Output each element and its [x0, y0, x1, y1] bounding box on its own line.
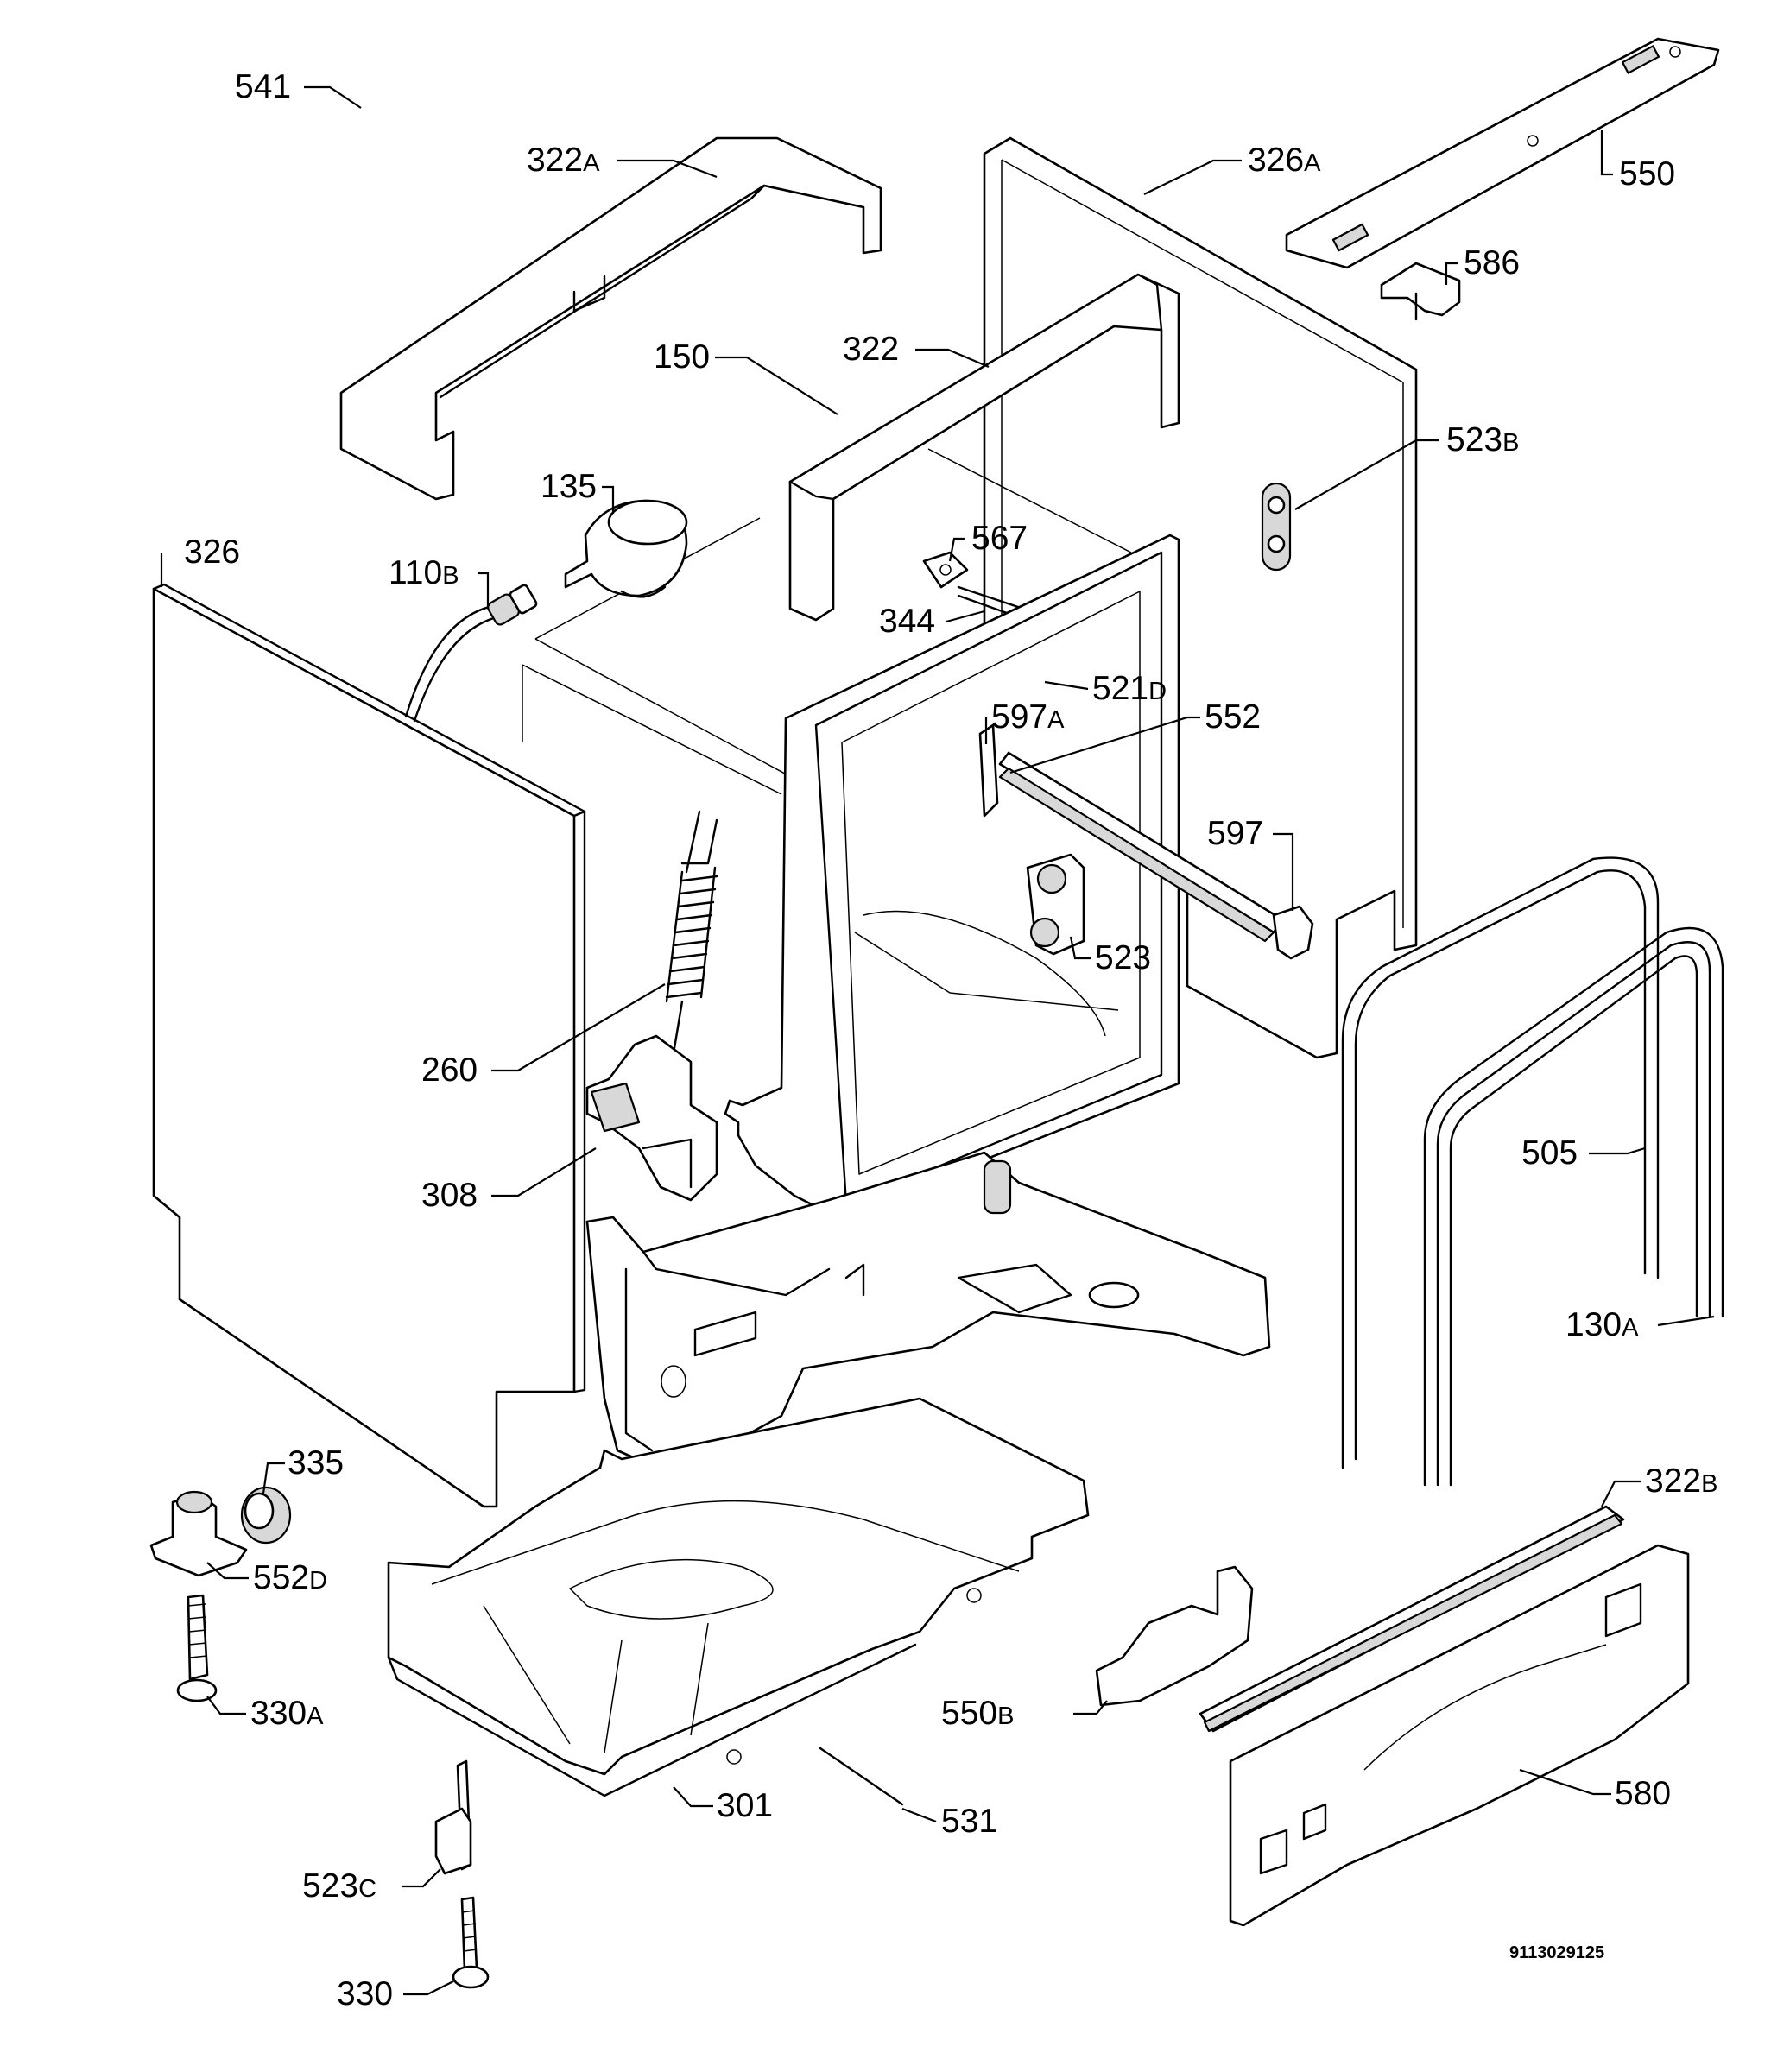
label-552: 552	[1205, 698, 1261, 736]
label-580: 580	[1615, 1775, 1671, 1812]
hinge-pin-523c	[434, 1759, 472, 1875]
latch-597a	[978, 723, 999, 818]
label-567: 567	[971, 520, 1028, 557]
top-rail-550	[1285, 37, 1720, 269]
base-frame	[585, 1151, 1271, 1469]
label-344: 344	[879, 603, 935, 640]
label-586: 586	[1464, 244, 1520, 281]
bumper-523b	[1261, 482, 1292, 572]
label-330: 330	[337, 1975, 393, 2012]
bottom-rail-322b	[1199, 1505, 1625, 1733]
label-335: 335	[288, 1444, 344, 1481]
label-523: 523	[1095, 939, 1151, 976]
label-550: 550	[1619, 155, 1675, 193]
label-550b: 550B	[941, 1695, 1014, 1732]
label-260: 260	[421, 1052, 478, 1089]
label-597: 597	[1207, 815, 1263, 852]
label-552d: 552D	[253, 1559, 327, 1596]
rod-531	[819, 1747, 904, 1806]
leader-lines	[160, 85, 1715, 1996]
label-523b: 523B	[1446, 421, 1519, 458]
seal-505	[1341, 856, 1660, 1469]
bumper-523	[1026, 853, 1085, 956]
kick-plate-580	[1229, 1544, 1690, 1927]
reference-code: 9113029125	[1509, 1943, 1604, 1962]
spring-260	[665, 810, 718, 1055]
label-523c: 523C	[302, 1867, 376, 1905]
hose-110b	[404, 584, 538, 723]
screw-330a	[176, 1594, 218, 1702]
label-322: 322	[843, 331, 899, 368]
label-322b: 322B	[1645, 1462, 1717, 1500]
label-326: 326	[184, 534, 240, 571]
clip-567	[922, 551, 969, 589]
bracket-586	[1380, 262, 1461, 321]
label-505: 505	[1521, 1134, 1578, 1172]
dispenser-135	[564, 499, 688, 598]
label-110b: 110B	[389, 554, 459, 591]
label-135: 135	[541, 468, 597, 505]
tub-body	[522, 448, 1132, 873]
label-326a: 326A	[1248, 142, 1321, 179]
door-frame	[724, 534, 1180, 1219]
label-301: 301	[717, 1787, 773, 1824]
label-597a: 597A	[991, 698, 1065, 736]
clip-597	[1272, 905, 1314, 960]
label-531: 531	[941, 1803, 997, 1840]
label-308: 308	[421, 1177, 478, 1214]
screw-330	[452, 1896, 490, 1989]
side-panel-326	[152, 583, 586, 1508]
label-521d: 521D	[1092, 670, 1167, 707]
label-150: 150	[654, 338, 710, 376]
label-541: 541	[235, 68, 291, 105]
hinge-308	[585, 1034, 718, 1202]
seal-130a	[1423, 926, 1724, 1487]
label-330a: 330A	[250, 1695, 324, 1732]
gear-335	[240, 1486, 292, 1545]
front-frame-322	[788, 273, 1180, 622]
label-322a: 322A	[527, 142, 600, 179]
top-frame-322a	[339, 136, 882, 501]
bottom-tray-301	[387, 1397, 1090, 1797]
clip-550b	[1095, 1565, 1254, 1707]
label-130a: 130A	[1565, 1306, 1639, 1343]
valve-552d	[149, 1490, 248, 1577]
